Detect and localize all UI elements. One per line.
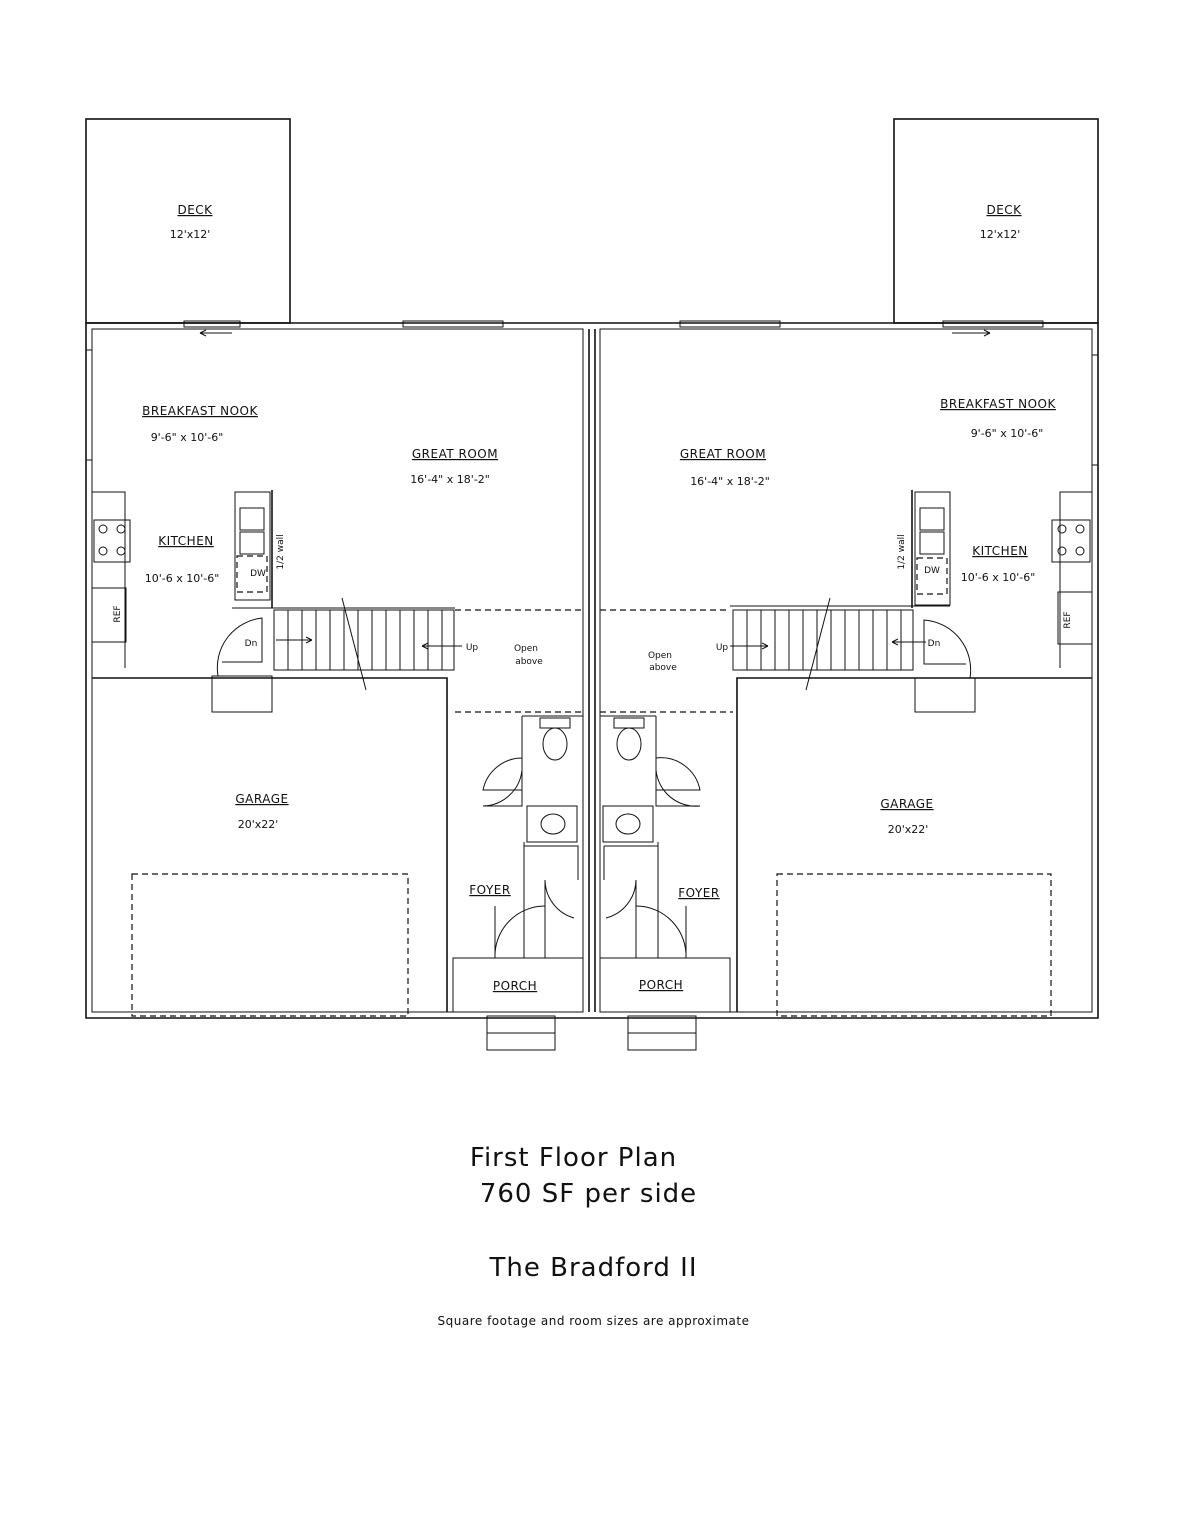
kitchen-label-right: KITCHEN [972, 544, 1028, 558]
foyer-label-right: FOYER [678, 886, 719, 900]
nook-label-right: BREAKFAST NOOK [940, 397, 1056, 411]
above-label-left: above [515, 657, 543, 667]
porch-right [599, 957, 731, 1013]
nook-size-left: 9'-6" x 10'-6" [151, 431, 224, 444]
porch-label-right: PORCH [639, 978, 683, 992]
stairs-right [732, 609, 914, 671]
vanity-sink-left [540, 813, 566, 835]
window-left [402, 320, 504, 328]
vanity-sink-right [615, 813, 641, 835]
disclaimer-note: Square footage and room sizes are approx… [437, 1314, 750, 1328]
great-room-label-left: GREAT ROOM [412, 447, 498, 461]
garage-size-left: 20'x22' [238, 818, 279, 831]
porch-left [452, 957, 584, 1013]
toilet-left [542, 727, 568, 761]
window-right [679, 320, 781, 328]
deck-size-left: 12'x12' [170, 228, 211, 241]
slider-door-right [942, 320, 1044, 328]
plan-title-block: First Floor Plan 760 SF per side [0, 1140, 1187, 1212]
kitchen-size-left: 10'-6 x 10'-6" [145, 572, 220, 585]
deck-left [85, 118, 291, 324]
half-wall-label-left: 1/2 wall [276, 534, 286, 569]
refrigerator-right [1057, 591, 1093, 645]
powder-room-right [600, 715, 701, 807]
kitchen-size-right: 10'-6 x 10'-6" [961, 571, 1036, 584]
up-label-right: Up [716, 643, 729, 653]
floor-plan: DECK 12'x12' BREAKFAST NOOK 9'-6" x 10'-… [85, 118, 1099, 1051]
dn-label-left: Dn [245, 639, 258, 649]
deck-label-left: DECK [177, 203, 213, 217]
deck-size-right: 12'x12' [980, 228, 1021, 241]
deck-label-right: DECK [986, 203, 1022, 217]
garage-wall-right [736, 677, 1092, 1012]
garage-size-right: 20'x22' [888, 823, 929, 836]
interior-wall-right [599, 328, 1093, 1013]
ref-label-right: REF [1063, 611, 1073, 628]
slider-door-left [183, 320, 241, 328]
sink-right [919, 507, 945, 531]
model-name: The Bradford II [489, 1253, 698, 1283]
open-label-left: Open [514, 644, 538, 654]
garage-door-left [131, 873, 409, 1017]
porch-label-left: PORCH [493, 979, 537, 993]
nook-label-left: BREAKFAST NOOK [142, 404, 258, 418]
refrigerator-left [91, 587, 127, 643]
powder-room-left [482, 715, 584, 958]
basement-door-left [216, 617, 263, 677]
great-room-size-left: 16'-4" x 18'-2" [410, 473, 490, 486]
plan-title: First Floor Plan [469, 1143, 678, 1173]
garage-door-right [776, 873, 1052, 1017]
basement-door-right [923, 619, 972, 679]
dw-label-right: DW [924, 566, 940, 576]
dn-label-right: Dn [928, 639, 941, 649]
great-room-label-right: GREAT ROOM [680, 447, 766, 461]
above-label-right: above [649, 663, 677, 673]
toilet-right [616, 727, 642, 761]
foyer-label-left: FOYER [469, 883, 510, 897]
stairs-left [273, 609, 455, 671]
half-wall-label-right: 1/2 wall [897, 534, 907, 569]
up-label-left: Up [466, 643, 479, 653]
open-label-right: Open [648, 651, 672, 661]
dw-label-left: DW [250, 569, 266, 579]
garage-label-right: GARAGE [880, 797, 933, 811]
ref-label-left: REF [113, 605, 123, 622]
deck-right [893, 118, 1099, 324]
garage-label-left: GARAGE [235, 792, 288, 806]
kitchen-island-right [914, 491, 951, 606]
nook-size-right: 9'-6" x 10'-6" [971, 427, 1044, 440]
range-right [1051, 519, 1091, 563]
range-left [93, 519, 131, 563]
sink-left [239, 507, 265, 531]
exterior-wall [85, 322, 1099, 1019]
kitchen-label-left: KITCHEN [158, 534, 214, 548]
kitchen-island-left [234, 491, 271, 601]
great-room-size-right: 16'-4" x 18'-2" [690, 475, 770, 488]
garage-wall-left [92, 677, 448, 1012]
square-footage: 760 SF per side [479, 1179, 698, 1209]
